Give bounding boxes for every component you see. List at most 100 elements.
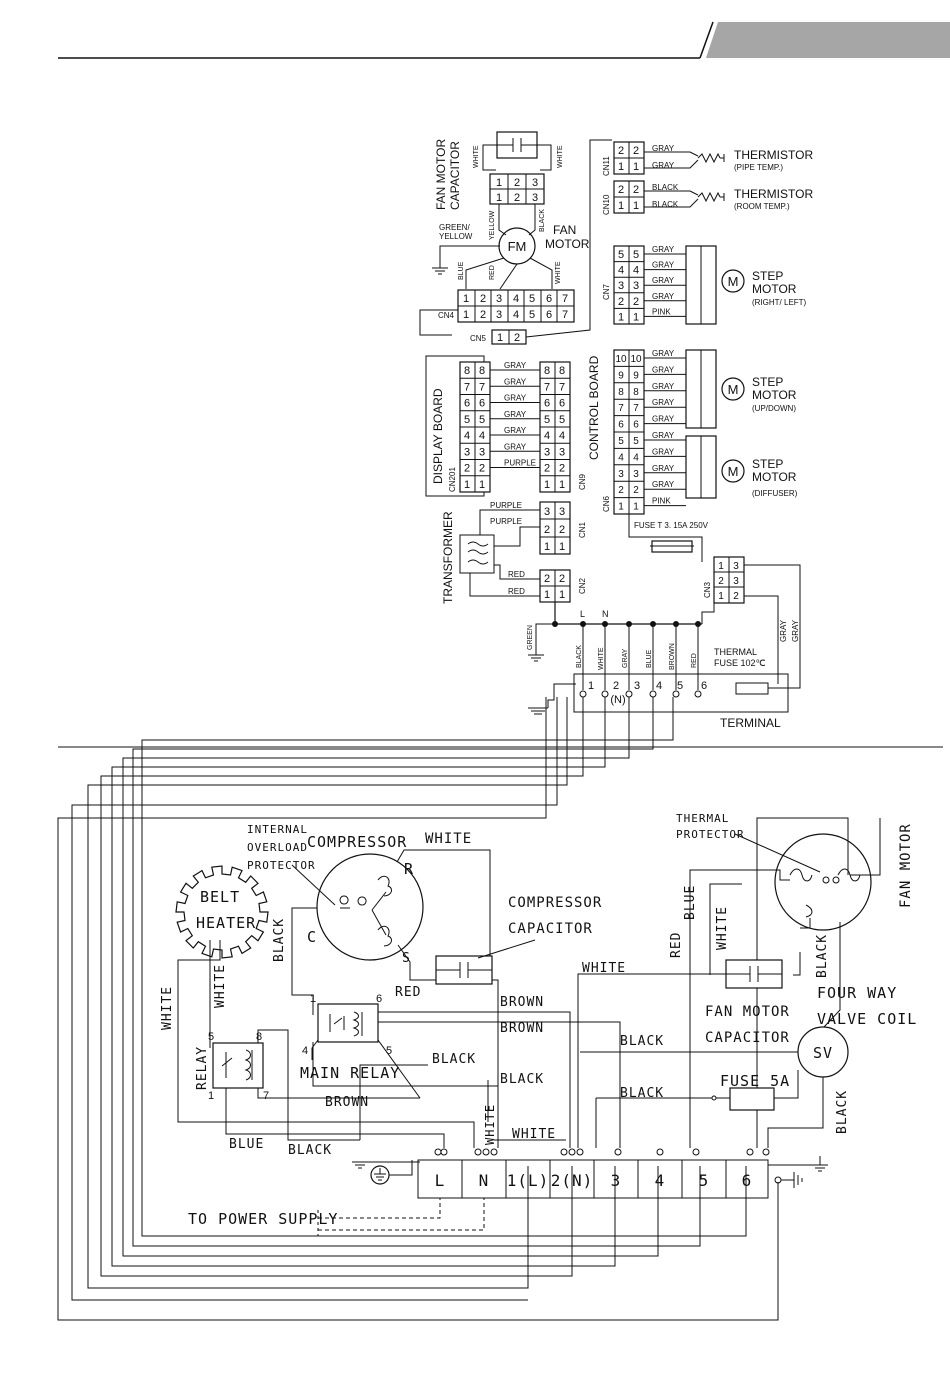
svg-text:M: M bbox=[728, 274, 739, 289]
svg-text:GRAY: GRAY bbox=[652, 365, 675, 374]
svg-text:THERMAL: THERMAL bbox=[714, 647, 757, 657]
svg-text:3: 3 bbox=[633, 469, 639, 480]
svg-text:1: 1 bbox=[463, 309, 469, 321]
svg-text:RED: RED bbox=[691, 653, 698, 668]
svg-text:BROWN: BROWN bbox=[500, 1021, 544, 1036]
svg-text:6: 6 bbox=[546, 309, 552, 321]
svg-text:BROWN: BROWN bbox=[500, 995, 544, 1010]
terminal-2: 1(L) bbox=[507, 1171, 550, 1190]
svg-text:7: 7 bbox=[479, 381, 485, 393]
svg-text:2: 2 bbox=[464, 463, 470, 475]
svg-text:L: L bbox=[580, 609, 585, 619]
svg-text:3: 3 bbox=[544, 506, 550, 518]
svg-text:4: 4 bbox=[618, 265, 624, 277]
svg-text:2: 2 bbox=[633, 184, 639, 196]
svg-text:1: 1 bbox=[633, 161, 639, 173]
svg-text:2: 2 bbox=[618, 485, 624, 496]
svg-text:1: 1 bbox=[310, 993, 317, 1005]
fan-motor-capacitor-label-2: CAPACITOR bbox=[448, 141, 462, 210]
db-wire-label: GRAY bbox=[504, 426, 527, 435]
svg-text:BLACK: BLACK bbox=[652, 200, 679, 209]
fan-motor-label-1: FAN bbox=[553, 223, 576, 237]
svg-text:GRAY: GRAY bbox=[652, 398, 675, 407]
svg-text:PINK: PINK bbox=[652, 497, 671, 506]
svg-text:GRAY: GRAY bbox=[652, 431, 675, 440]
svg-text:COMPRESSOR: COMPRESSOR bbox=[307, 833, 407, 851]
svg-text:1: 1 bbox=[464, 479, 470, 491]
svg-text:(N): (N) bbox=[610, 694, 625, 706]
svg-text:FAN MOTOR: FAN MOTOR bbox=[898, 823, 914, 908]
svg-text:(ROOM TEMP.): (ROOM TEMP.) bbox=[734, 202, 790, 211]
svg-text:3: 3 bbox=[633, 280, 639, 292]
svg-text:1: 1 bbox=[633, 200, 639, 212]
svg-text:VALVE COIL: VALVE COIL bbox=[817, 1010, 917, 1028]
svg-text:1: 1 bbox=[718, 591, 724, 602]
svg-text:7: 7 bbox=[544, 381, 550, 393]
svg-text:2: 2 bbox=[514, 177, 520, 189]
svg-text:FAN MOTOR: FAN MOTOR bbox=[705, 1004, 790, 1020]
svg-text:PROTECTOR: PROTECTOR bbox=[676, 828, 745, 841]
thermistor-room: BLACK BLACK THERMISTOR (ROOM TEMP.) bbox=[644, 183, 813, 211]
svg-text:1: 1 bbox=[633, 311, 639, 323]
step-motor-diffuser bbox=[721, 459, 745, 483]
svg-text:1: 1 bbox=[544, 541, 550, 553]
svg-text:8: 8 bbox=[464, 365, 470, 377]
outdoor-terminal-block bbox=[417, 1159, 769, 1199]
svg-text:THERMISTOR: THERMISTOR bbox=[734, 187, 813, 201]
svg-text:2: 2 bbox=[633, 485, 639, 496]
svg-text:CN9: CN9 bbox=[578, 473, 587, 490]
svg-text:7: 7 bbox=[263, 1090, 270, 1102]
svg-text:1: 1 bbox=[479, 479, 485, 491]
svg-text:PURPLE: PURPLE bbox=[490, 517, 522, 526]
svg-text:OVERLOAD: OVERLOAD bbox=[247, 841, 308, 854]
svg-text:WHITE: WHITE bbox=[483, 1104, 497, 1145]
svg-text:2: 2 bbox=[480, 293, 486, 305]
svg-text:6: 6 bbox=[464, 398, 470, 410]
terminal-5: 4 bbox=[655, 1171, 666, 1190]
svg-text:1: 1 bbox=[208, 1090, 215, 1102]
db-wire-label: GRAY bbox=[504, 394, 527, 403]
svg-text:1: 1 bbox=[618, 161, 624, 173]
svg-text:FOUR WAY: FOUR WAY bbox=[817, 984, 897, 1002]
svg-text:BROWN: BROWN bbox=[669, 643, 676, 670]
svg-text:BLACK: BLACK bbox=[620, 1034, 664, 1049]
svg-text:WHITE: WHITE bbox=[512, 1127, 556, 1142]
fan-motor-label-2: MOTOR bbox=[545, 237, 590, 251]
svg-text:5: 5 bbox=[544, 414, 550, 426]
db-wire-label: GRAY bbox=[504, 361, 527, 370]
svg-text:GRAY: GRAY bbox=[652, 464, 675, 473]
svg-text:RED: RED bbox=[508, 570, 525, 579]
svg-text:CN6: CN6 bbox=[602, 495, 611, 512]
svg-text:7: 7 bbox=[633, 403, 639, 414]
db-wire-label: PURPLE bbox=[504, 459, 536, 468]
svg-text:RED: RED bbox=[489, 265, 496, 280]
svg-text:2: 2 bbox=[633, 296, 639, 308]
svg-text:1: 1 bbox=[559, 541, 565, 553]
svg-text:GRAY: GRAY bbox=[779, 619, 788, 642]
svg-text:5: 5 bbox=[386, 1045, 393, 1057]
svg-text:5: 5 bbox=[677, 680, 683, 692]
svg-text:6: 6 bbox=[559, 398, 565, 410]
svg-text:MOTOR: MOTOR bbox=[752, 470, 797, 484]
svg-text:WHITE: WHITE bbox=[582, 961, 626, 976]
terminal-3: 2(N) bbox=[551, 1171, 594, 1190]
svg-text:2: 2 bbox=[544, 573, 550, 585]
svg-text:BLACK: BLACK bbox=[835, 1090, 850, 1134]
svg-text:BLACK: BLACK bbox=[576, 645, 583, 668]
svg-text:2: 2 bbox=[479, 463, 485, 475]
svg-text:4: 4 bbox=[513, 293, 519, 305]
transformer-label: TRANSFORMER bbox=[441, 511, 455, 604]
svg-text:THERMISTOR: THERMISTOR bbox=[734, 148, 813, 162]
svg-text:3: 3 bbox=[496, 309, 502, 321]
svg-text:1: 1 bbox=[496, 177, 502, 189]
svg-text:RELAY: RELAY bbox=[195, 1046, 210, 1090]
svg-text:2: 2 bbox=[514, 332, 520, 344]
svg-text:1: 1 bbox=[633, 502, 639, 513]
svg-text:N: N bbox=[602, 609, 609, 619]
svg-text:BLACK: BLACK bbox=[500, 1072, 544, 1087]
terminal-7: 6 bbox=[742, 1171, 753, 1190]
svg-text:(DIFFUSER): (DIFFUSER) bbox=[752, 489, 798, 498]
svg-text:2: 2 bbox=[544, 463, 550, 475]
